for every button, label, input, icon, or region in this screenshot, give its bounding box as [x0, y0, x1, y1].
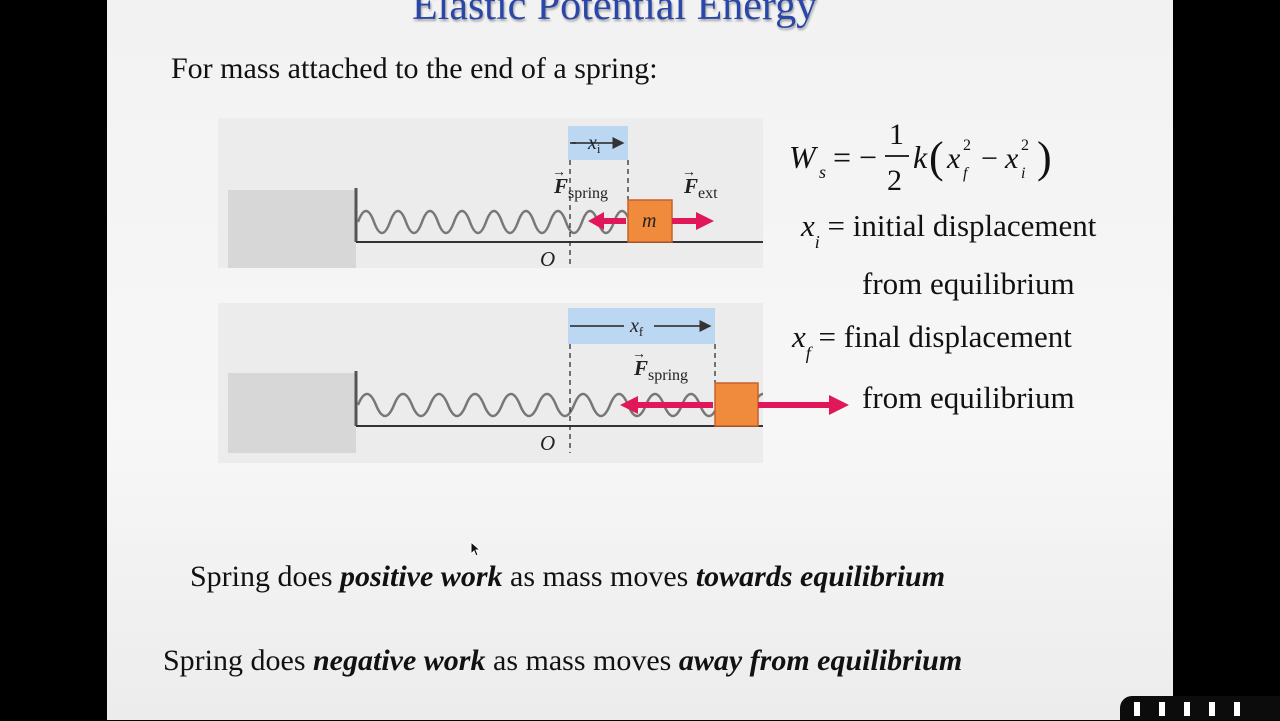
svg-text:2: 2: [1021, 137, 1029, 154]
bottom-panel: xf x Fspring → Fext O: [218, 303, 763, 463]
svg-text:f: f: [963, 165, 970, 182]
bottom-f-spring-label: Fspring: [633, 356, 688, 384]
xf-definition: xf = final displacement: [792, 319, 1072, 363]
negative-work-statement: Spring does negative work as mass moves …: [163, 644, 963, 677]
svg-text:=: =: [833, 139, 851, 175]
xi-label: xi: [587, 132, 601, 156]
spring-figure: xi x m Fs: [218, 118, 763, 463]
intro-text: For mass attached to the end of a spring…: [171, 52, 658, 85]
top-f-spring-label: Fspring: [553, 174, 608, 202]
svg-text:x: x: [1004, 142, 1019, 175]
svg-text:i: i: [1021, 165, 1025, 182]
top-mass-label: m: [642, 210, 656, 232]
top-origin-label: O: [540, 247, 555, 271]
top-f-ext-label: Fext: [683, 174, 718, 202]
xi-definition-line2: from equilibrium: [862, 266, 1075, 301]
svg-text:): ): [1037, 133, 1052, 182]
svg-text:W: W: [789, 139, 819, 175]
svg-text:2: 2: [887, 164, 902, 197]
work-equation: W s = − 1 2 k ( x 2 f − x 2 i ): [789, 116, 1089, 214]
figure-overflow: [763, 395, 849, 415]
top-wall-shadow: [228, 190, 356, 268]
bottom-mass: [714, 382, 759, 427]
xi-definition: xi = initial displacement: [801, 208, 1097, 252]
svg-text:→: →: [682, 165, 696, 180]
xf-definition-line2: from equilibrium: [862, 380, 1075, 415]
bottom-wall-shadow: [228, 373, 356, 453]
mouse-cursor-icon: [470, 541, 482, 557]
svg-text:(: (: [929, 133, 944, 182]
svg-text:s: s: [819, 162, 826, 182]
svg-text:1: 1: [889, 118, 904, 151]
svg-text:x: x: [946, 142, 961, 175]
bottom-origin-label: O: [540, 431, 555, 455]
svg-text:→: →: [632, 347, 646, 362]
video-controls-corner[interactable]: [1120, 696, 1280, 720]
slide-title: Elastic Potential Energy: [412, 0, 818, 29]
slide: Elastic Potential Energy For mass attach…: [107, 0, 1173, 720]
top-panel: xi x m Fs: [218, 118, 763, 271]
svg-text:−: −: [981, 142, 998, 175]
svg-text:k: k: [913, 139, 928, 175]
svg-text:→: →: [552, 165, 566, 180]
positive-work-statement: Spring does positive work as mass moves …: [190, 560, 946, 593]
svg-text:2: 2: [963, 137, 971, 154]
xf-label: xf: [629, 315, 644, 339]
svg-text:−: −: [859, 139, 877, 175]
